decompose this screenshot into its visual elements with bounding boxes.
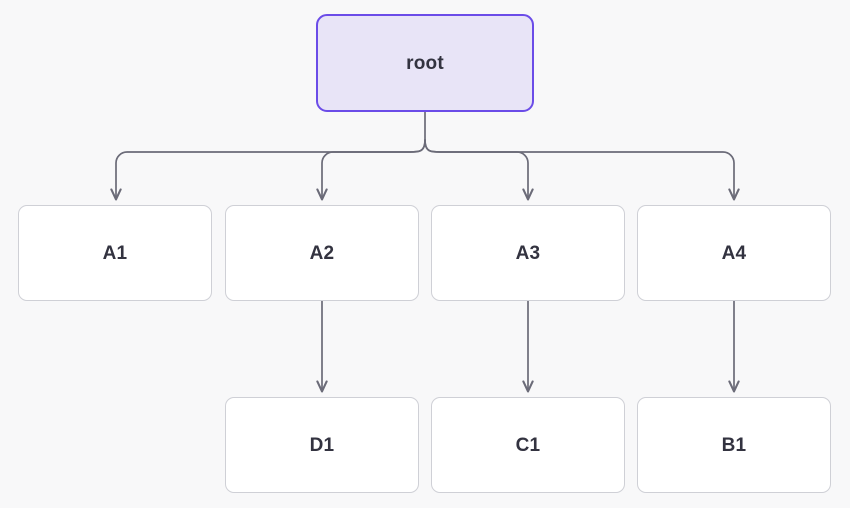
node-b1-label: B1 — [721, 434, 747, 456]
node-a3-label: A3 — [515, 242, 541, 264]
edge-root-A4 — [424, 139, 734, 199]
edge-root-A1 — [116, 139, 426, 199]
edge-root-A2 — [322, 139, 426, 199]
node-root[interactable]: root — [316, 14, 534, 112]
node-d1[interactable]: D1 — [225, 397, 419, 493]
node-a4[interactable]: A4 — [637, 205, 831, 301]
node-a1-label: A1 — [102, 242, 128, 264]
edge-root-A3 — [424, 139, 528, 199]
node-a3[interactable]: A3 — [431, 205, 625, 301]
node-c1[interactable]: C1 — [431, 397, 625, 493]
node-b1[interactable]: B1 — [637, 397, 831, 493]
node-root-label: root — [406, 52, 444, 74]
node-a2[interactable]: A2 — [225, 205, 419, 301]
node-a4-label: A4 — [721, 242, 747, 264]
node-a1[interactable]: A1 — [18, 205, 212, 301]
node-a2-label: A2 — [309, 242, 335, 264]
node-c1-label: C1 — [515, 434, 541, 456]
node-d1-label: D1 — [309, 434, 335, 456]
